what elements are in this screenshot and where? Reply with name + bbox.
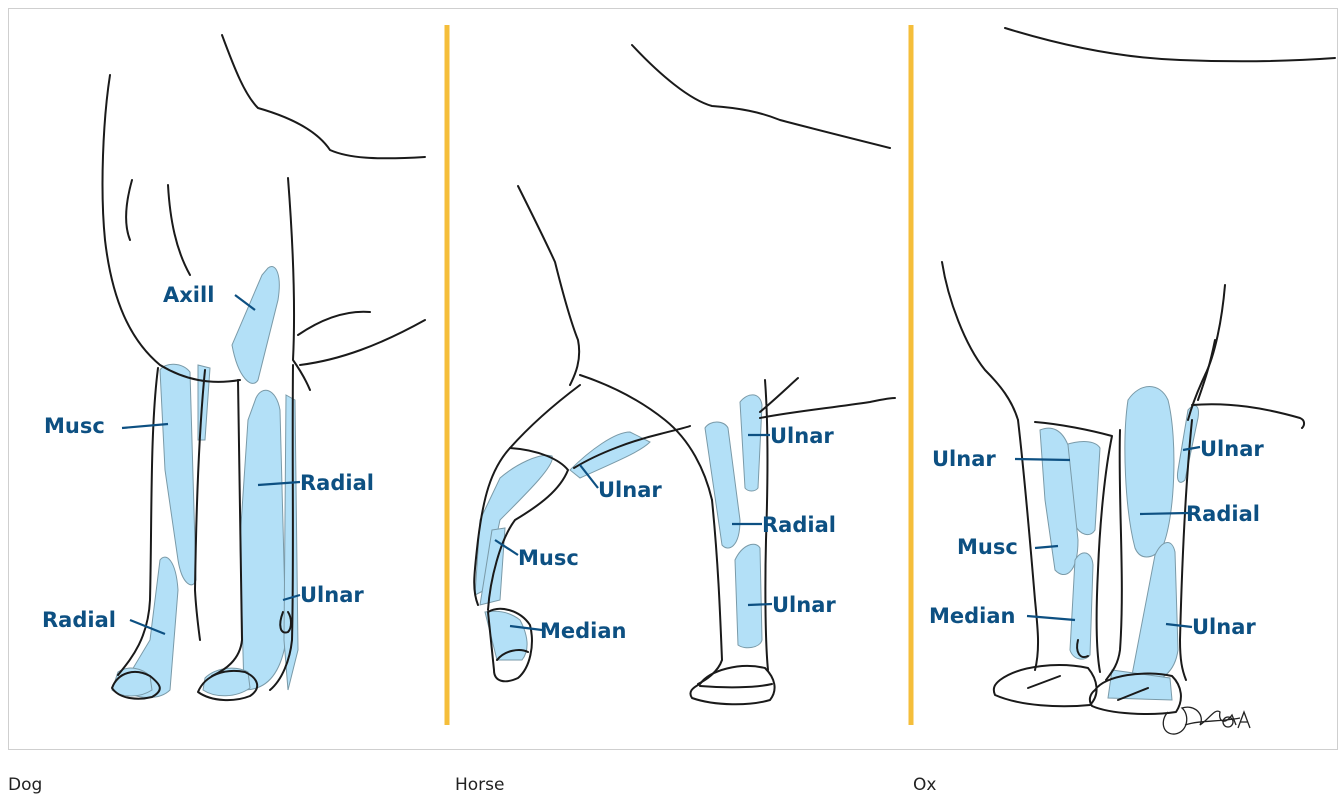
ox-label-radial: Radial (1186, 502, 1260, 526)
ox-median-zone (1070, 553, 1093, 659)
horse-ulnar-lower-zone (735, 544, 762, 648)
ox-chest-line (942, 262, 1018, 420)
ox-label-ulnar-left: Ulnar (932, 447, 996, 471)
horse-belly-line (760, 398, 895, 418)
dog-label-axill: Axill (163, 283, 214, 307)
dog-right-leg-outer (212, 380, 242, 676)
horse-ulnar-upper-zone (740, 395, 762, 491)
horse-ulnar-lower-leader (748, 604, 772, 605)
ox-label-musc: Musc (957, 535, 1018, 559)
ox-label-ulnar-upper: Ulnar (1200, 437, 1264, 461)
horse-ulnar-forearm-zone (570, 432, 650, 478)
horse-label-ulnar-lower: Ulnar (772, 593, 836, 617)
dog-neck-line (103, 75, 240, 382)
dog-radial-upper-zone (240, 390, 286, 690)
caption-dog: Dog (8, 775, 42, 795)
horse-stance-hoof-line (700, 684, 772, 687)
ox-radial-zone (1125, 387, 1174, 558)
ox-ulnar-lower-zone (1132, 543, 1178, 685)
ox-left-hoof-split (1028, 676, 1060, 688)
horse-label-radial: Radial (762, 513, 836, 537)
horse-label-ulnar-upper: Ulnar (770, 424, 834, 448)
dog-belly-line (300, 320, 425, 365)
horse-label-musc: Musc (518, 546, 579, 570)
ox-shoulder-line (1188, 285, 1225, 420)
horse-label-median: Median (540, 619, 627, 643)
ox-back-line (1005, 28, 1335, 61)
ox-label-ulnar-lower: Ulnar (1192, 615, 1256, 639)
horse-stance-leg-front (698, 500, 722, 684)
ox-radial-leader (1140, 513, 1188, 514)
horse-chest-line (518, 186, 579, 385)
ox-left-leg-outer (1018, 420, 1038, 670)
caption-horse: Horse (455, 775, 505, 795)
dog-musculocutaneous-zone (160, 364, 196, 585)
dog-label-radial-upper: Radial (300, 471, 374, 495)
dog-neck-fold-1 (126, 180, 132, 240)
horse-label-ulnar-left: Ulnar (598, 478, 662, 502)
ox-left-hoof (994, 665, 1097, 706)
horse-back-line (632, 45, 890, 148)
ox-median-leader (1027, 616, 1075, 620)
dog-neck-fold-2 (168, 185, 190, 275)
caption-ox: Ox (913, 775, 936, 795)
dog-panel (103, 35, 425, 700)
horse-radial-zone (705, 422, 740, 548)
dog-shoulder-line (288, 178, 310, 390)
dog-elbow-line (298, 312, 370, 335)
dog-label-musc: Musc (44, 414, 105, 438)
dog-label-ulnar: Ulnar (300, 583, 364, 607)
dog-axillary-zone (232, 267, 279, 384)
ox-belly-line (1192, 404, 1304, 428)
ox-ulnar-left-leader (1015, 459, 1070, 460)
nerve-zone-illustration: Axill Musc Radial Ulnar Radial Ulnar Mus (0, 0, 1343, 760)
ox-label-median: Median (929, 604, 1016, 628)
ox-right-leg-front (1106, 430, 1122, 680)
dog-musc-leader (122, 424, 168, 428)
dog-back-line (222, 35, 425, 158)
dog-label-radial-lower: Radial (42, 608, 116, 632)
